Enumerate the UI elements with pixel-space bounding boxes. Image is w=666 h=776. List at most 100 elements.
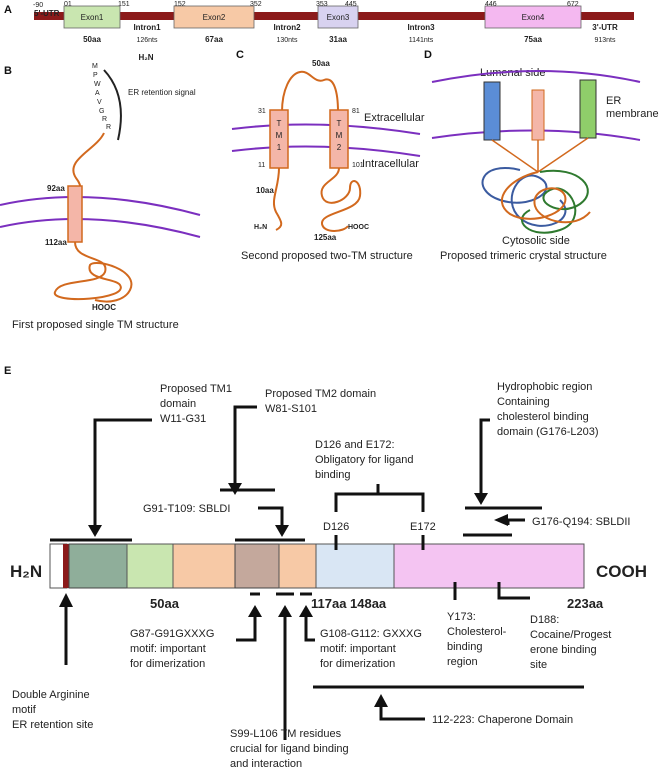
exon-4-aa: 75aa [524,35,542,44]
utr5-number: -90 [33,2,43,9]
cytosolic-coil-green [521,169,589,234]
g108-line: G108-G112: GXXXG [320,628,422,640]
exon-3-aa: 31aa [329,35,347,44]
seq-residue: M [92,63,98,70]
tm1-start: 31 [258,108,266,115]
tm2-annot-line: W81-S101 [265,403,317,415]
n-terminal-tail [272,167,283,231]
exon-1-start: 01 [64,1,72,8]
intron-1-nts: 126nts [136,37,158,44]
exon-1-aa: 50aa [83,35,101,44]
tm1-text: 1 [277,143,282,152]
membrane-c-upper [231,123,421,135]
g87-line: for dimerization [130,658,205,670]
tail-10aa: 10aa [256,186,274,195]
panel-c-caption: Second proposed two-TM structure [241,250,413,262]
pos-50aa: 50aa [150,596,180,611]
double-arg-line: Double Arginine [12,689,90,701]
tm1-end: 11 [258,162,265,169]
e-cooh-label: COOH [596,562,647,581]
seq-residue: R [106,124,111,131]
tm2-annotation: Proposed TM2 domain W81-S101 [220,388,376,495]
intron-3-label: Intron3 [407,23,435,32]
intracellular-label: Intracellular [362,158,419,170]
aa-92-label: 92aa [47,184,65,193]
panel-d-caption: Proposed trimeric crystal structure [440,250,607,262]
exon-3: Exon3 353 445 31aa [316,1,359,44]
aa-112-label: 112aa [45,238,67,247]
tm2-text: M [336,131,343,140]
tm1-text: M [276,131,283,140]
cytosolic-label: Cytosolic side [502,235,570,247]
d188-line: site [530,659,547,671]
g108-line: for dimerization [320,658,395,670]
membrane-label: membrane [606,108,659,120]
hydrophobic-line: Containing [497,396,550,408]
exon-2-start: 152 [174,1,186,8]
helix-blue [483,81,501,141]
utr3-label: 3'-UTR [592,23,618,32]
exon-2-aa: 67aa [205,35,223,44]
extracellular-label: Extracellular [364,112,425,124]
y173-line: binding [447,641,482,653]
exon-4-end: 672 [567,1,579,8]
exon-1: Exon1 01 151 50aa [63,1,130,44]
panel-d-letter: D [424,49,432,61]
helix-orange [531,89,545,141]
sbldii-annotation: G176-Q194: SBLDII [463,514,630,537]
tm2-annot-line: Proposed TM2 domain [265,388,376,400]
sbldii-label: G176-Q194: SBLDII [532,516,630,528]
er-label: ER [606,95,621,107]
tm1-annot-line: Proposed TM1 [160,383,232,395]
tm2-end: 101 [352,162,364,169]
lumenal-label: Lumenal side [480,67,545,79]
exon-4-start: 446 [485,1,497,8]
d126-annot-line: D126 and E172: [315,439,395,451]
g108-annotation: G108-G112: GXXXG motif: important for di… [299,592,422,670]
panel-b-letter: B [4,65,12,77]
d188-annotation: D188: Cocaine/Progest erone binding site [497,582,611,671]
chaperone-annotation: 112-223: Chaperone Domain [313,685,584,726]
seq-residue: W [94,81,101,88]
exon-1-label: Exon1 [81,13,104,22]
g87-line: G87-G91GXXXG [130,628,214,640]
g87-annotation: G87-G91GXXXG motif: important for dimeri… [130,592,262,670]
d188-line: erone binding [530,644,597,656]
c-terminal-coil [54,241,133,303]
pos-223aa: 223aa [567,596,604,611]
exon-4: Exon4 446 672 75aa [484,1,582,44]
y173-line: Cholesterol- [447,626,507,638]
y173-line: Y173: [447,611,476,623]
tm1-annot-line: domain [160,398,196,410]
s99-line: crucial for ligand binding [230,743,349,755]
exon-3-start: 353 [316,1,328,8]
cytosolic-coil-blue [481,167,567,227]
protein-bar [49,543,585,589]
exon-2-label: Exon2 [203,13,226,22]
er-signal-label: ER retention signal [128,88,196,97]
sbldi-label: G91-T109: SBLDI [143,503,230,515]
hydrophobic-annotation: Hydrophobic region Containing cholestero… [465,381,599,510]
tm2-text: T [337,119,342,128]
d188-line: D188: [530,614,559,626]
c-terminal-domain [320,167,362,232]
s99-line: S99-L106 TM residues [230,728,342,740]
membrane-line-upper [0,196,201,216]
double-arginine-annotation: Double Arginine motif ER retention site [12,593,93,731]
exon-2: Exon2 152 352 67aa [173,1,262,44]
c-hooc-label: HOOC [348,224,369,231]
hooc-label: HOOC [92,303,116,312]
d188-line: Cocaine/Progest [530,629,611,641]
hydrophobic-line: domain (G176-L203) [497,426,599,438]
membrane-line-lower [0,218,201,238]
panel-c-letter: C [236,49,244,61]
d126-e172-annotation: D126 and E172: Obligatory for ligand bin… [315,439,436,550]
d126-annot-line: Obligatory for ligand [315,454,413,466]
s99-annotation: S99-L106 TM residues crucial for ligand … [230,592,349,770]
seq-residue: A [95,90,100,97]
double-arg-line: motif [12,704,37,716]
g108-line: motif: important [320,643,396,655]
membrane-c-lower [231,145,421,157]
panel-b-caption: First proposed single TM structure [12,319,179,331]
